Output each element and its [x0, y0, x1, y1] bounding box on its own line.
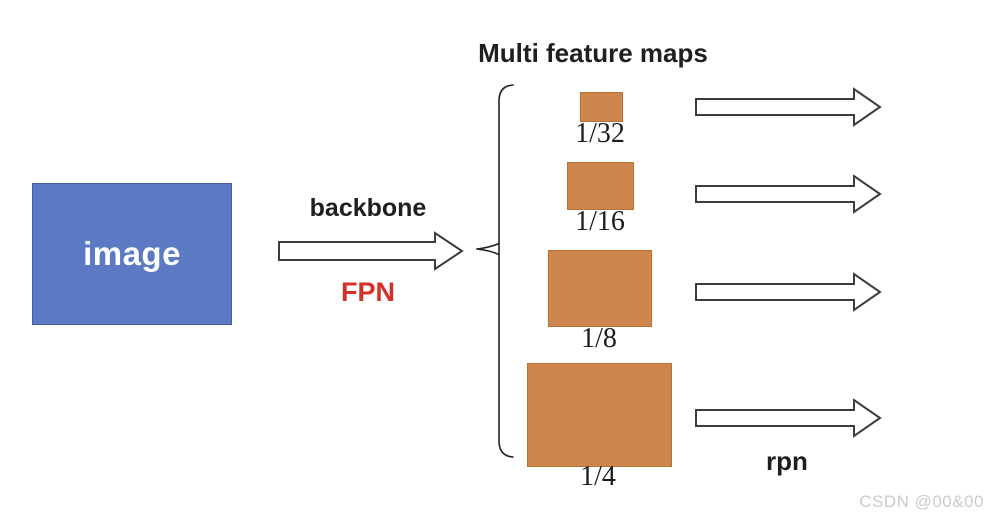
diagram-title: Multi feature maps — [478, 38, 708, 68]
rpn-label: rpn — [766, 446, 808, 476]
feature-map-box-1-32 — [580, 92, 623, 122]
input-image-box: image — [32, 183, 232, 325]
feature-map-scale-label: 1/4 — [580, 461, 616, 492]
feature-map-box-1-4 — [527, 363, 672, 467]
backbone-arrow-right-icon — [278, 231, 464, 271]
input-image-label: image — [83, 235, 181, 272]
watermark-text: CSDN @00&00 — [859, 492, 984, 511]
left-bracket-icon — [476, 84, 514, 458]
feature-map-box-1-8 — [548, 250, 652, 327]
feature-map-scale-label: 1/32 — [575, 118, 625, 149]
feature-map-scale-label: 1/16 — [575, 206, 625, 237]
rpn-arrow-right-icon — [695, 174, 882, 214]
rpn-arrow-right-icon — [695, 87, 882, 127]
backbone-label: backbone — [309, 194, 427, 222]
feature-map-box-1-16 — [567, 162, 634, 210]
rpn-arrow-right-icon — [695, 398, 882, 438]
feature-map-scale-label: 1/8 — [581, 323, 617, 354]
rpn-arrow-right-icon — [695, 272, 882, 312]
fpn-label: FPN — [341, 277, 395, 307]
